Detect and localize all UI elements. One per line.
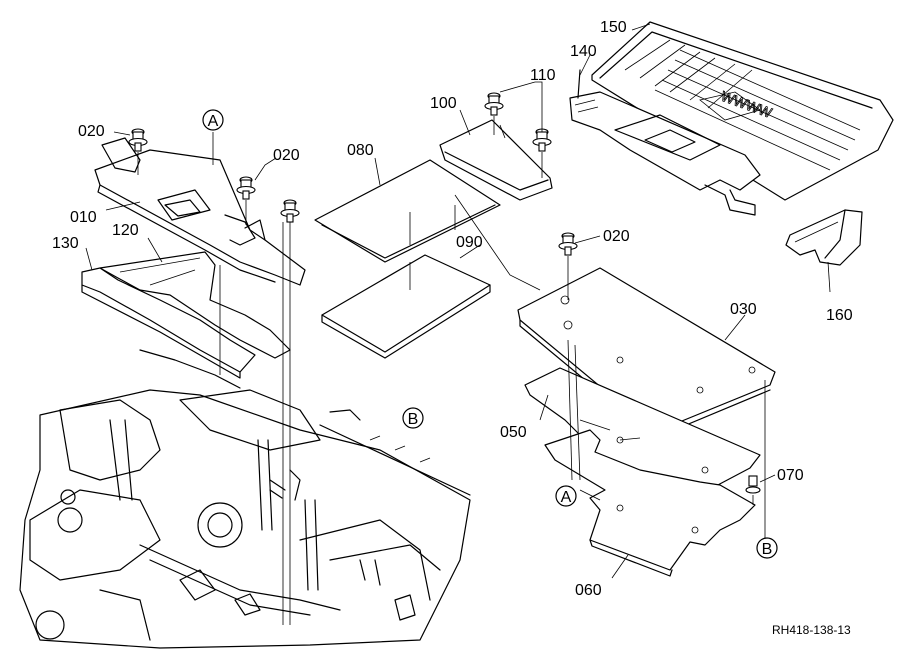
part-080-panel (314, 159, 501, 263)
callout-120: 120 (112, 222, 139, 239)
callout-100: 100 (430, 95, 457, 112)
callout-150: 150 (600, 19, 627, 36)
callout-020-right: 020 (603, 228, 630, 245)
chassis-frame (19, 349, 471, 649)
reference-a-top: A (202, 109, 224, 131)
part-160-side-bracket (785, 209, 863, 266)
svg-text:B: B (762, 541, 773, 558)
callout-090: 090 (456, 234, 483, 251)
bolt-110-b (532, 128, 552, 152)
reference-a-bottom: A (555, 485, 577, 507)
part-010-bracket (94, 137, 306, 286)
leader-lines (85, 23, 831, 579)
callout-110: 110 (530, 67, 556, 84)
reference-b-bottom: B (756, 537, 778, 559)
part-130-seal-strip (81, 267, 256, 379)
svg-text:A: A (561, 489, 572, 506)
reference-b-mid: B (402, 407, 424, 429)
reference-marks: A B A B (202, 109, 778, 559)
callout-030: 030 (730, 301, 757, 318)
callout-010: 010 (70, 209, 97, 226)
svg-text:A: A (208, 113, 219, 130)
callout-140: 140 (570, 43, 597, 60)
part-150-floor-mat: WWWW (591, 21, 894, 201)
part-060-lower-plate (544, 429, 756, 577)
assembly-lines (137, 116, 766, 625)
callout-070: 070 (777, 467, 804, 484)
bolt-110-a (484, 92, 504, 116)
callout-labels: 150 140 110 100 080 090 020 020 020 010 … (52, 19, 853, 599)
part-090-pad (321, 254, 491, 359)
part-100-bracket (439, 119, 553, 201)
bolt-020-mid (236, 176, 256, 200)
svg-text:B: B (408, 411, 419, 428)
bolt-020-center (280, 199, 300, 223)
drawing-number: RH418-138-13 (772, 623, 851, 637)
part-120-gasket (99, 251, 291, 359)
callout-130: 130 (52, 235, 79, 252)
nut-070 (745, 475, 761, 494)
callout-060: 060 (575, 582, 602, 599)
callout-160: 160 (826, 307, 853, 324)
callout-080: 080 (347, 142, 374, 159)
callout-020-mid: 020 (273, 147, 300, 164)
callout-020-left: 020 (78, 123, 105, 140)
bolt-020-right (558, 232, 578, 256)
part-140-step-plate (569, 69, 761, 216)
callout-050: 050 (500, 424, 527, 441)
bolt-020-left (128, 128, 148, 152)
